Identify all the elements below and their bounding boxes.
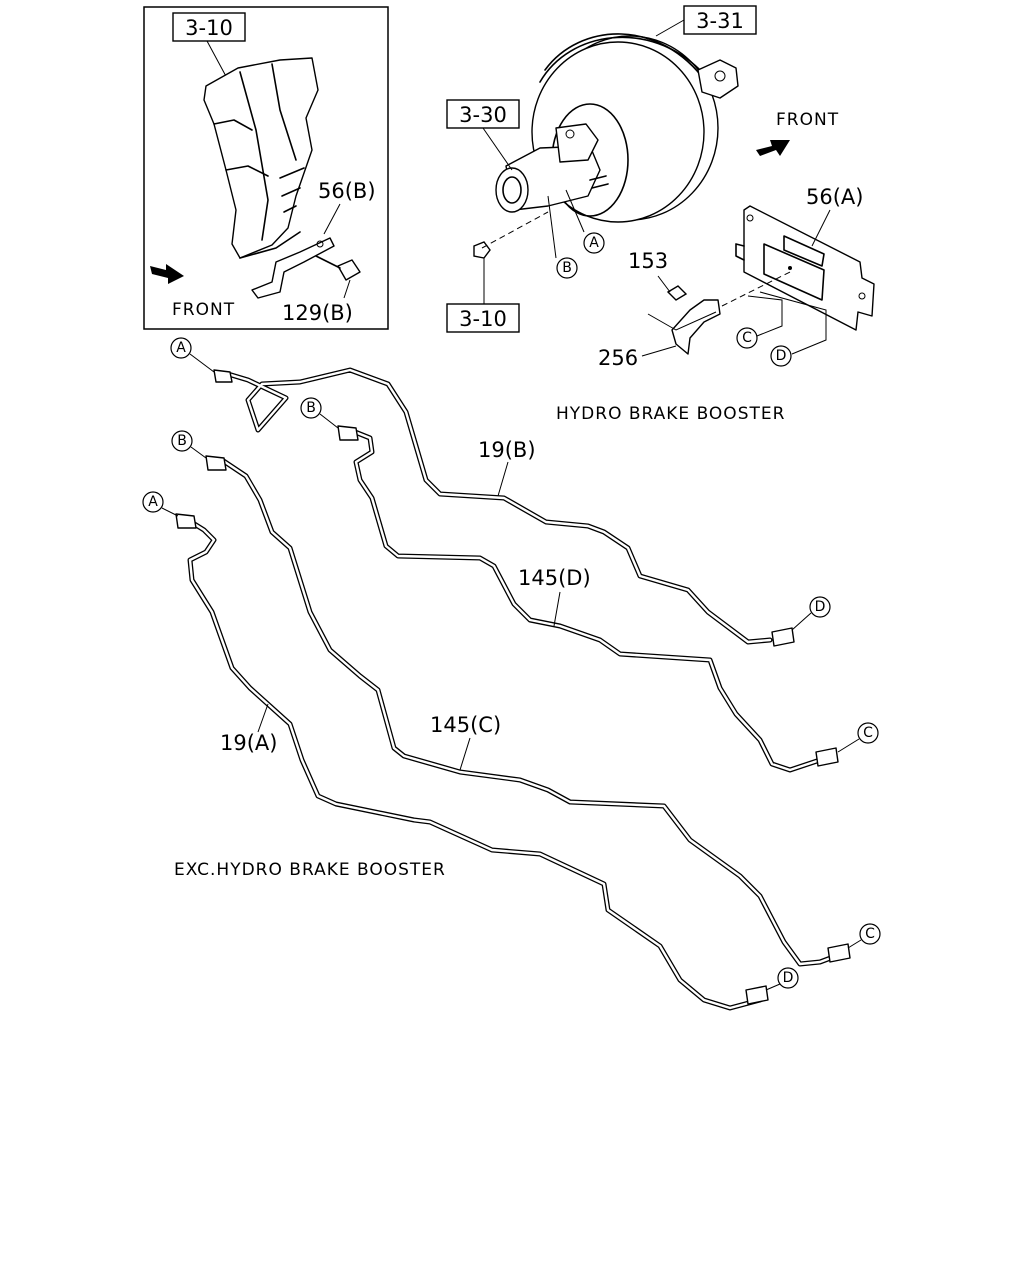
clip-256 — [671, 299, 721, 355]
label-56a: 56(A) — [806, 185, 863, 209]
pipe-19a — [175, 513, 769, 1011]
connector-d-19a: D — [777, 967, 799, 989]
svg-text:B: B — [177, 433, 187, 449]
bracket-56a — [735, 205, 875, 331]
connector-d-19b: D — [809, 596, 831, 618]
ref-label-3-31: 3-31 — [696, 9, 744, 33]
svg-text:C: C — [742, 330, 752, 346]
caption-hydro: HYDRO BRAKE BOOSTER — [556, 404, 785, 424]
master-cylinder — [495, 123, 609, 213]
caption-front-main: FRONT — [776, 110, 839, 130]
connector-d-bracket: D — [770, 345, 792, 367]
label-153: 153 — [628, 249, 668, 273]
bolt-129b — [315, 255, 361, 281]
svg-text:B: B — [306, 400, 316, 416]
svg-text:A: A — [589, 235, 599, 251]
clip-56b — [251, 237, 335, 299]
ref-label-3-10-bottom: 3-10 — [459, 307, 507, 331]
ref-box-3-10-top: 3-10 — [172, 12, 246, 42]
label-19b: 19(B) — [478, 438, 536, 462]
ref-box-3-10-bottom: 3-10 — [446, 303, 520, 333]
connector-b-145c: B — [171, 430, 193, 452]
svg-text:B: B — [562, 260, 572, 276]
svg-text:D: D — [783, 970, 794, 986]
svg-text:A: A — [148, 494, 158, 510]
bolt-153-icon — [666, 285, 688, 301]
pipe-19b — [213, 367, 795, 647]
label-145c: 145(C) — [430, 713, 501, 737]
inset-frame — [143, 6, 389, 330]
connector-a-19b: A — [170, 337, 192, 359]
svg-text:C: C — [863, 725, 873, 741]
label-145d: 145(D) — [518, 566, 591, 590]
nut-icon — [473, 241, 491, 259]
caption-exc-hydro: EXC.HYDRO BRAKE BOOSTER — [174, 860, 446, 880]
connector-c-145c: C — [859, 923, 881, 945]
ref-label-3-30: 3-30 — [459, 103, 507, 127]
connector-a-booster: A — [583, 232, 605, 254]
pedal-bracket — [203, 57, 319, 259]
label-129b: 129(B) — [282, 301, 353, 325]
svg-text:D: D — [815, 599, 826, 615]
connector-a-19a: A — [142, 491, 164, 513]
ref-box-3-31: 3-31 — [683, 5, 757, 35]
svg-text:C: C — [865, 926, 875, 942]
front-arrow-main-icon — [756, 140, 790, 156]
connector-b-booster: B — [556, 257, 578, 279]
connector-c-145d: C — [857, 722, 879, 744]
connector-c-bracket: C — [736, 327, 758, 349]
label-256: 256 — [598, 346, 638, 370]
pipe-145d — [337, 425, 839, 773]
label-56b: 56(B) — [318, 179, 376, 203]
pipe-145c — [205, 455, 851, 967]
svg-text:D: D — [776, 348, 787, 364]
connector-b-145d: B — [300, 397, 322, 419]
svg-text:A: A — [176, 340, 186, 356]
caption-front-inset: FRONT — [172, 300, 235, 320]
ref-label-3-10-top: 3-10 — [185, 16, 233, 40]
label-19a: 19(A) — [220, 731, 277, 755]
ref-box-3-30: 3-30 — [446, 99, 520, 129]
front-arrow-inset-icon — [150, 264, 184, 284]
